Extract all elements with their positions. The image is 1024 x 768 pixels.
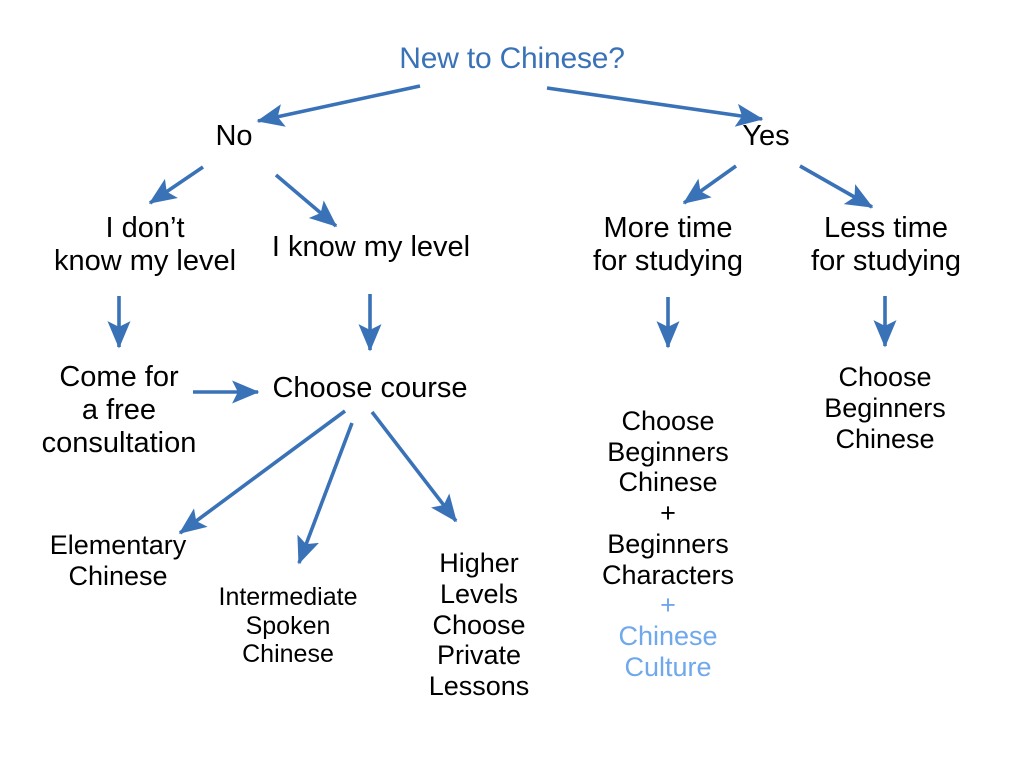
node-root[interactable]: New to Chinese? <box>399 42 625 75</box>
node-elementary-chinese[interactable]: Elementary Chinese <box>49 530 187 591</box>
edge-choose-course-to-intermediate <box>297 422 354 565</box>
node-know-level[interactable]: I know my level <box>271 231 471 263</box>
node-more-time[interactable]: More time for studying <box>593 212 743 278</box>
node-free-consultation[interactable]: Come for a free consultation <box>41 361 197 460</box>
node-less-time[interactable]: Less time for studying <box>811 212 961 278</box>
node-more-time-result[interactable]: Choose Beginners Chinese + Beginners Cha… <box>553 375 783 713</box>
edge-root-to-no <box>256 84 421 127</box>
node-intermediate-spoken-chinese[interactable]: Intermediate Spoken Chinese <box>218 583 358 668</box>
edge-yes-to-less-time <box>799 164 874 209</box>
more-time-result-culture: + Chinese Culture <box>618 590 718 682</box>
node-less-time-result[interactable]: Choose Beginners Chinese <box>824 362 946 454</box>
node-branch-yes[interactable]: Yes <box>742 120 790 152</box>
edge-yes-to-more-time <box>682 164 738 205</box>
node-higher-levels-private-lessons[interactable]: Higher Levels Choose Private Lessons <box>428 548 530 702</box>
more-time-result-main: Choose Beginners Chinese + Beginners Cha… <box>601 405 735 590</box>
edge-root-to-yes <box>546 86 764 127</box>
node-branch-no[interactable]: No <box>215 120 253 152</box>
node-choose-course[interactable]: Choose course <box>272 372 468 404</box>
edge-choose-course-to-higher <box>370 410 458 523</box>
node-dont-know-level[interactable]: I don’t know my level <box>53 212 237 278</box>
edge-no-to-know <box>274 173 338 228</box>
edge-no-to-dont-know <box>148 165 205 205</box>
